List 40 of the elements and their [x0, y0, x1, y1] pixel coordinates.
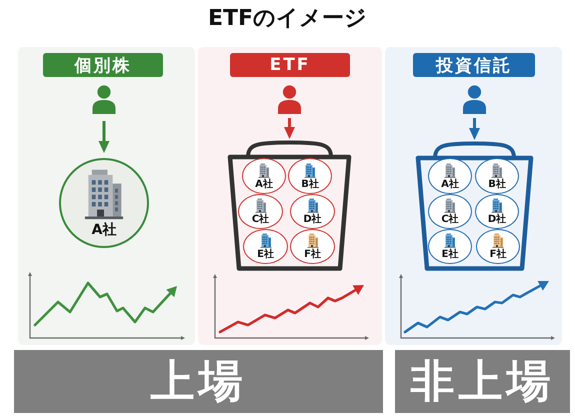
company-circle	[288, 158, 332, 194]
diagram-title: ETFのイメージ	[208, 5, 368, 33]
company-circle	[242, 158, 286, 194]
company-name: B社	[301, 178, 319, 190]
company-circle	[290, 229, 335, 264]
category-header: ETF	[230, 53, 350, 77]
company-circle	[475, 194, 519, 229]
category-header: 投資信託	[413, 53, 535, 77]
company-name: A社	[255, 178, 273, 190]
market-band: 非上場	[395, 350, 570, 413]
company-name: D社	[488, 214, 506, 225]
company-circle	[243, 229, 288, 264]
company-name: E社	[257, 249, 274, 260]
company-name: C社	[252, 214, 270, 225]
category-panel	[385, 47, 562, 345]
company-name: C社	[441, 214, 459, 225]
company-circle	[476, 229, 520, 264]
arrow	[469, 118, 480, 140]
company-circle	[428, 229, 472, 264]
company-circle	[475, 158, 519, 194]
company-name: B社	[488, 178, 506, 190]
company-name: A社	[441, 178, 459, 190]
company-circle	[428, 194, 472, 229]
category-panel	[198, 47, 382, 345]
company-name: D社	[303, 214, 322, 225]
person-icon	[92, 85, 116, 114]
person-icon	[277, 85, 302, 114]
company-name: A社	[92, 222, 116, 238]
company-name: E社	[442, 249, 458, 260]
category-header: 個別株	[43, 53, 163, 77]
company-name: F社	[490, 249, 506, 260]
arrow	[98, 121, 110, 153]
company-name: F社	[304, 249, 321, 260]
arrow	[284, 118, 295, 139]
category-panel	[18, 47, 195, 345]
company-circle	[238, 194, 283, 229]
market-band: 上場	[14, 350, 383, 413]
person-icon	[462, 85, 487, 114]
company-circle	[290, 194, 335, 229]
company-circle	[428, 158, 472, 194]
